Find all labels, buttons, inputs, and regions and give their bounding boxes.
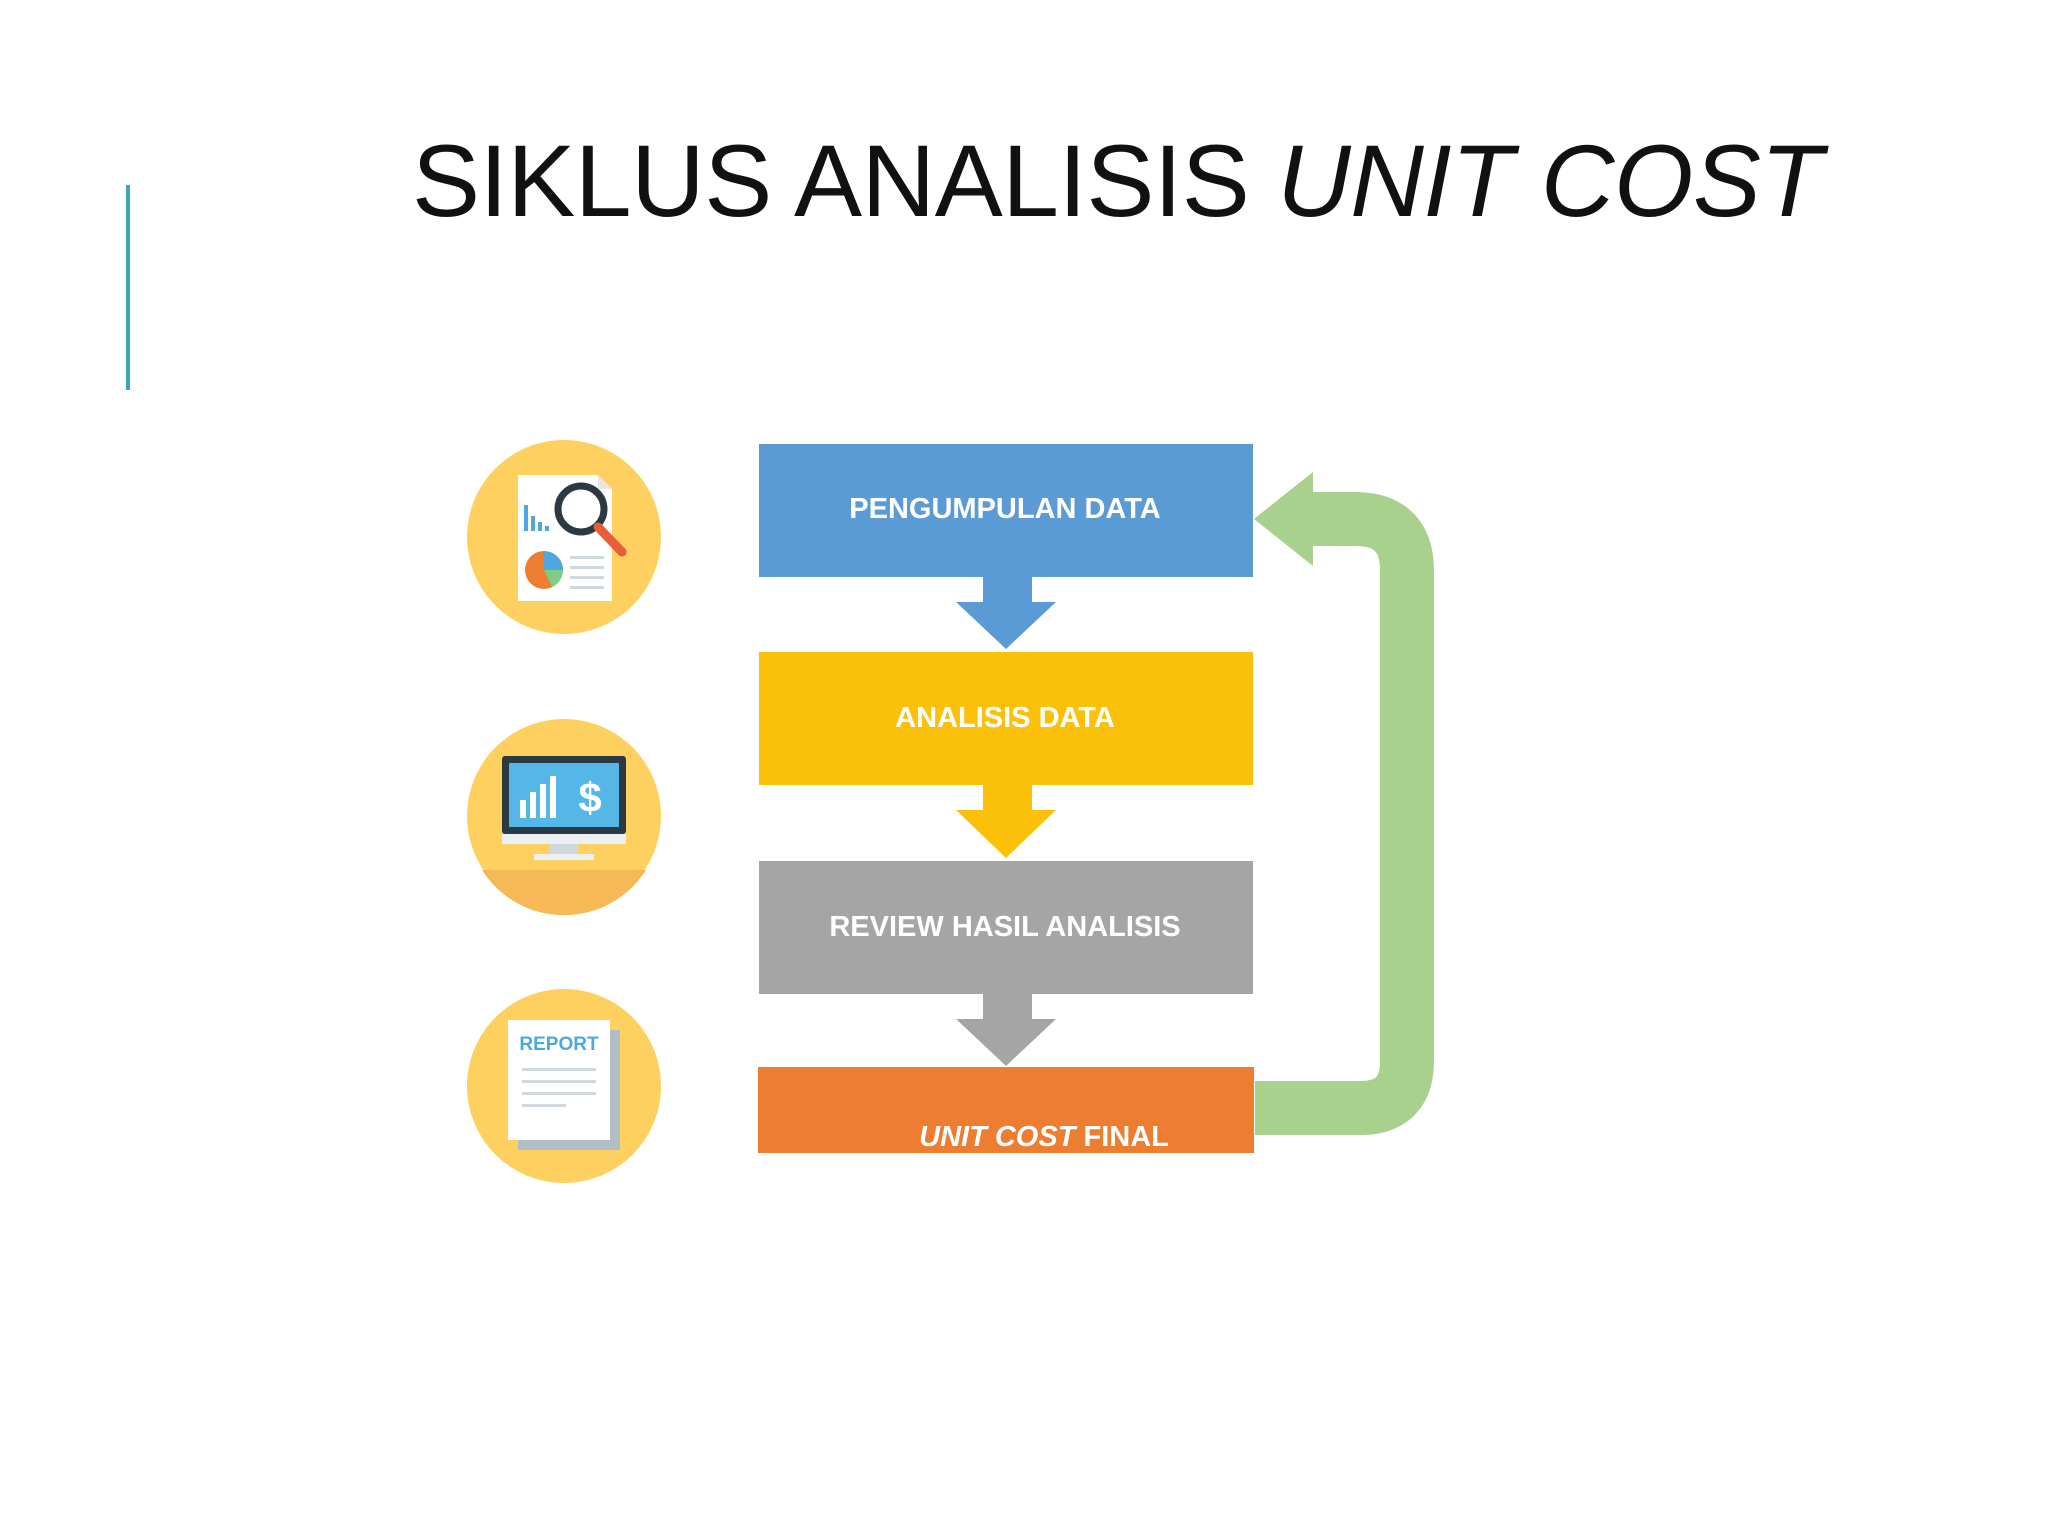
title-main: SIKLUS ANALISIS — [412, 124, 1278, 238]
step-4-label-rest: FINAL — [1075, 1121, 1168, 1153]
title-italic: UNIT COST — [1277, 124, 1823, 238]
page-title: SIKLUS ANALISIS UNIT COST — [412, 120, 1823, 242]
accent-bar — [126, 185, 130, 390]
step-1-label: PENGUMPULAN DATA — [849, 493, 1161, 525]
data-analysis-icon — [467, 440, 661, 634]
report-label: REPORT — [519, 1034, 599, 1055]
step-review-hasil-analisis — [759, 861, 1253, 994]
step-analisis-data — [759, 652, 1253, 785]
step-pengumpulan-data — [759, 444, 1253, 577]
monitor-finance-icon: $ — [467, 719, 661, 916]
step-2-label: ANALISIS DATA — [895, 702, 1115, 734]
loop-arrow — [1255, 492, 1434, 1135]
step-unit-cost-final — [758, 1067, 1254, 1153]
step-4-label: UNIT COST FINAL — [919, 1121, 1169, 1153]
down-arrow-1 — [956, 577, 1056, 649]
svg-text:$: $ — [578, 774, 601, 821]
down-arrow-2 — [956, 785, 1056, 858]
step-4-label-italic: UNIT COST — [919, 1121, 1078, 1153]
step-3-label: REVIEW HASIL ANALISIS — [829, 911, 1180, 943]
report-icon: REPORT — [467, 989, 661, 1183]
down-arrow-3 — [956, 994, 1056, 1066]
loop-arrow-head — [1254, 472, 1313, 566]
